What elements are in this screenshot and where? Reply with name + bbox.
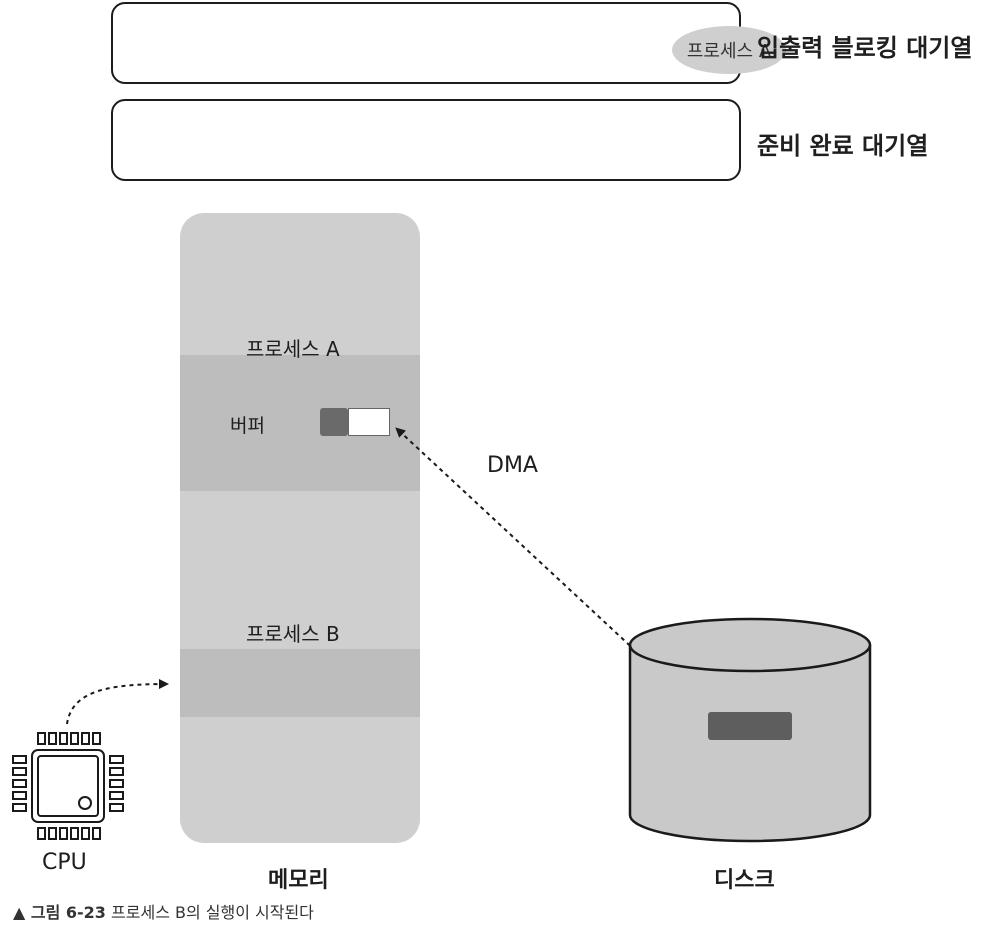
io-blocking-queue-label: 입출력 블로킹 대기열 <box>757 34 973 62</box>
cpu-arrow-icon <box>66 679 169 725</box>
memory-block: 프로세스 A 버퍼 프로세스 B <box>180 213 420 843</box>
process-a-queue-item: 프로세스 A <box>672 26 786 74</box>
cpu-chip-icon <box>12 732 124 840</box>
memory-process-a-label: 프로세스 A <box>246 337 340 361</box>
process-a-queue-label: 프로세스 A <box>686 41 772 62</box>
buffer-label: 버퍼 <box>230 415 265 437</box>
memory-label: 메모리 <box>268 868 329 893</box>
ready-queue <box>111 99 741 181</box>
disk-cylinder-icon <box>628 617 872 843</box>
figure-caption: ▲ 그림 6-23 프로세스 B의 실행이 시작된다 <box>13 899 314 923</box>
buffer-filled-icon <box>320 408 348 436</box>
disk-data-block-icon <box>708 712 792 740</box>
cpu-label: CPU <box>42 850 87 875</box>
buffer-empty-icon <box>348 408 390 436</box>
io-blocking-queue: 프로세스 A <box>111 2 786 84</box>
memory-process-b-label: 프로세스 B <box>246 622 340 646</box>
caption-marker: ▲ 그림 6-23 <box>13 903 106 922</box>
process-b-region <box>180 649 420 717</box>
dma-label: DMA <box>487 453 538 478</box>
disk-label: 디스크 <box>714 868 775 893</box>
ready-queue-label: 준비 완료 대기열 <box>757 132 929 160</box>
caption-text: 프로세스 B의 실행이 시작된다 <box>111 903 314 922</box>
